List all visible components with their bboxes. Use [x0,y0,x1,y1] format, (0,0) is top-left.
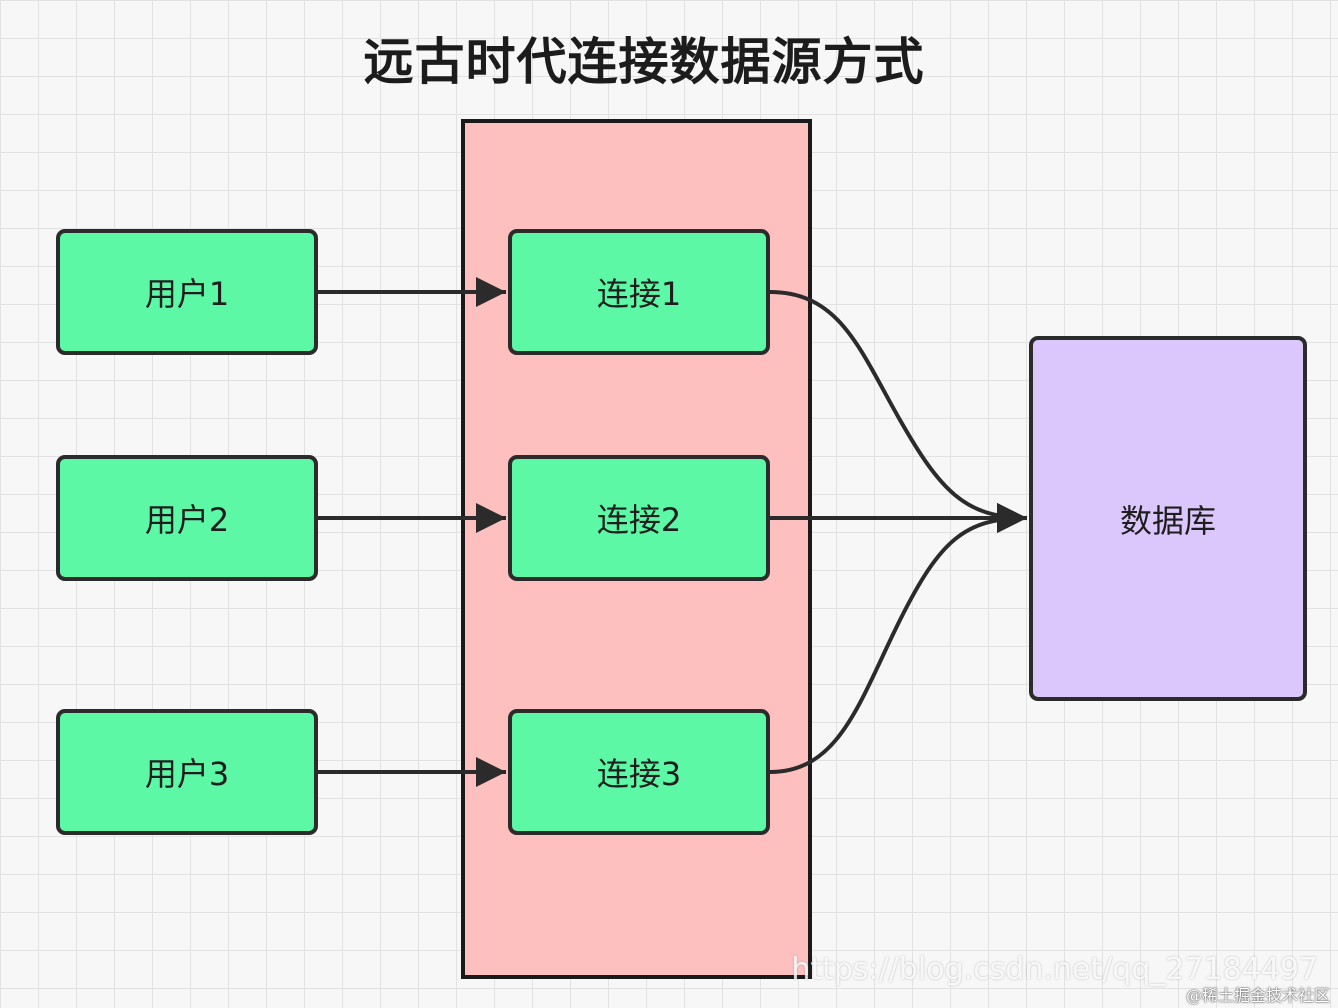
user-3-node[interactable]: 用户3 [56,709,318,835]
edge-connection1-database [769,290,1028,533]
user-2-node[interactable]: 用户2 [56,455,318,581]
database-node[interactable]: 数据库 [1029,336,1307,701]
connection-1-node[interactable]: 连接1 [508,229,770,355]
connection-3-node[interactable]: 连接3 [508,709,770,835]
diagram-title: 远古时代连接数据源方式 [363,33,925,91]
connection-2-node[interactable]: 连接2 [508,455,770,581]
watermark-credit: @稀土掘金技术社区 [1185,986,1330,1005]
watermark-url: https://blog.csdn.net/qq_27184497 [791,952,1318,987]
edge-connection3-database [769,503,1028,774]
user-1-node[interactable]: 用户1 [56,229,318,355]
